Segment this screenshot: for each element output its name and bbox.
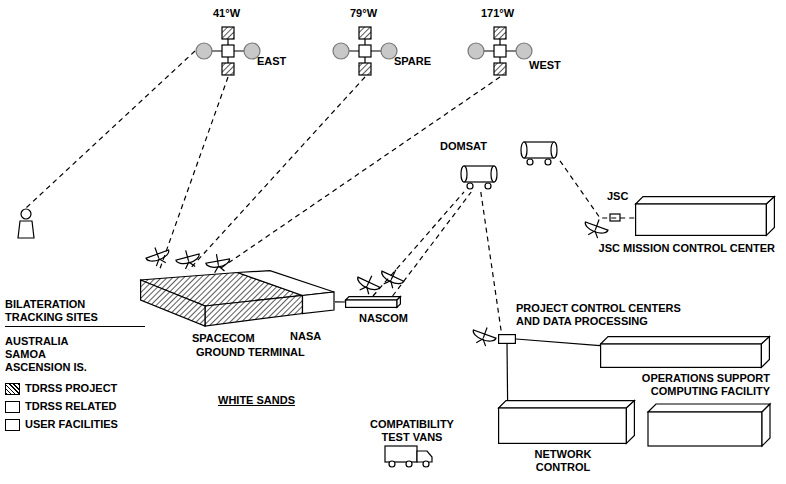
domsat: DOMSAT: [440, 140, 560, 192]
tracking-site-shape: [15, 208, 37, 240]
node-label: EAST: [257, 55, 286, 68]
network-control: NETWORK CONTROL: [498, 400, 635, 444]
computing-facility-shape: [600, 336, 770, 368]
nascom-box-shape: [345, 296, 401, 308]
node-label: SPACECOM: [192, 332, 255, 345]
node-label: SPARE: [394, 55, 431, 68]
node-label: WEST: [529, 59, 561, 72]
annotation-label: COMPATIBILITY TEST VANS: [362, 418, 462, 444]
ground-link: [335, 301, 345, 302]
node-label: GROUND TERMINAL: [196, 346, 305, 359]
satellite-shape: [195, 25, 261, 77]
legend-hatch-swatch: [5, 383, 20, 395]
radio-link: [26, 51, 195, 208]
project-box-shape: [498, 334, 516, 344]
nascom-box: NASCOM: [345, 296, 401, 308]
satellite: 171°WWEST: [467, 25, 533, 77]
node-label: OPERATIONS SUPPORT COMPUTING FACILITY: [595, 372, 770, 398]
node-label: DOMSAT: [440, 140, 487, 153]
satellite-shape: [332, 25, 398, 77]
legend-label: USER FACILITIES: [25, 418, 118, 431]
test-van: [385, 446, 432, 467]
satellite: 79°WSPARE: [332, 25, 398, 77]
project-box: PROJECT CONTROL CENTERS AND DATA PROCESS…: [498, 334, 516, 344]
node-label: 171°W: [481, 7, 514, 20]
legend-swatch: [5, 419, 20, 431]
node-label: JSC MISSION CONTROL CENTER: [599, 242, 775, 255]
ground-terminal-shape: [140, 270, 335, 328]
control-center-shape: [635, 196, 775, 236]
node-label: NASA: [290, 330, 321, 343]
node-label: NETWORK CONTROL: [518, 448, 608, 474]
radio-link: [218, 77, 500, 270]
legend-label: TDRSS PROJECT: [25, 382, 117, 395]
facility-box: [648, 404, 770, 446]
node-label: PROJECT CONTROL CENTERS AND DATA PROCESS…: [516, 302, 694, 328]
legend-swatch: [5, 401, 20, 413]
ground-link: [516, 339, 600, 346]
node-label: BILATERATION TRACKING SITES: [5, 298, 145, 327]
satellite-shape: [467, 25, 533, 77]
computing-facility: OPERATIONS SUPPORT COMPUTING FACILITY: [600, 336, 770, 368]
network-control-shape: [498, 400, 635, 444]
node-label: JSC: [607, 190, 628, 203]
radio-link: [373, 192, 464, 296]
control-center: JSCJSC MISSION CONTROL CENTER: [635, 196, 775, 236]
radio-link: [560, 161, 635, 218]
satellite: 41°WEAST: [195, 25, 261, 77]
radio-link: [160, 77, 229, 270]
node-label: 41°W: [213, 7, 240, 20]
radio-link: [481, 192, 502, 334]
node-label: AUSTRALIA SAMOA ASCENSION IS.: [5, 335, 105, 374]
radio-link: [189, 77, 365, 270]
tracking-site: BILATERATION TRACKING SITESAUSTRALIA SAM…: [15, 208, 37, 240]
ground-terminal: SPACECOMNASAGROUND TERMINAL: [140, 270, 335, 328]
node-label: NASCOM: [359, 312, 408, 325]
annotation-label: WHITE SANDS: [218, 394, 295, 407]
ground-link: [506, 344, 508, 400]
radio-link: [393, 192, 472, 296]
node-label: 79°W: [350, 7, 377, 20]
legend-label: TDRSS RELATED: [25, 400, 116, 413]
